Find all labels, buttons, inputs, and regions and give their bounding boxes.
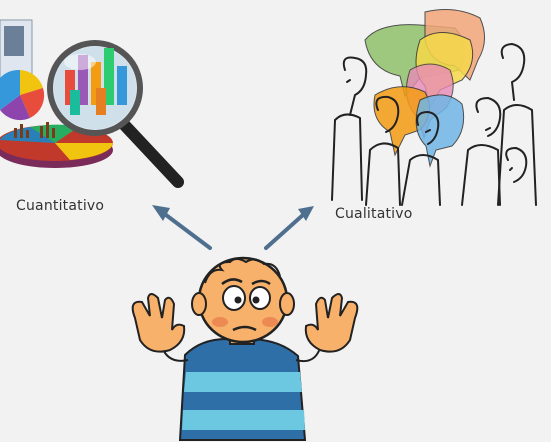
- pie-chart-graphic: [0, 69, 45, 121]
- confused-man-icon: [131, 256, 359, 441]
- magnifier-chart-icon: [0, 19, 184, 188]
- paper-chart: [4, 26, 24, 56]
- magnifying-glass: [47, 40, 184, 188]
- mini-bars: [14, 122, 55, 138]
- shirt: [178, 338, 307, 441]
- crowd-speech-bubbles-icon: [331, 9, 537, 206]
- head: [191, 256, 295, 344]
- arrow-left-icon: [152, 205, 212, 250]
- right-hand: [304, 293, 359, 353]
- arrows: [152, 205, 314, 250]
- arrow-right-icon: [264, 206, 314, 250]
- left-hand: [131, 293, 186, 353]
- label-cualitativo: Cualitativo: [335, 206, 413, 222]
- label-cuantitativo: Cuantitativo: [16, 198, 105, 214]
